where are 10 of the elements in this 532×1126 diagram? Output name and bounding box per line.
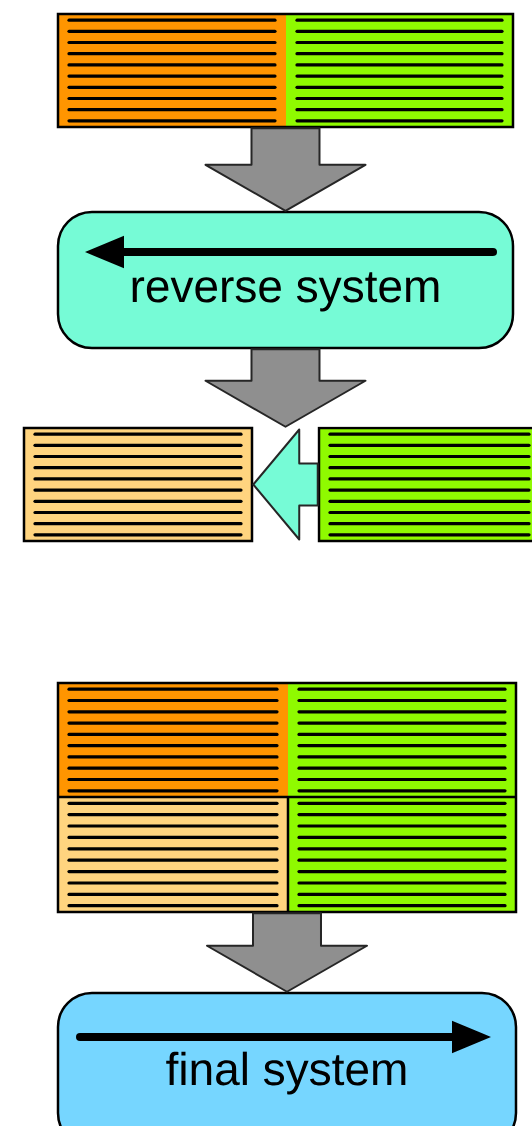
block-arrow [252,428,319,541]
striped-block [22,426,254,543]
block-arrow [204,127,367,212]
system-box: reverse system [56,210,515,350]
striped-block [56,12,515,129]
block-arrow [204,348,367,428]
striped-block [56,681,518,914]
block-arrow [206,912,368,993]
system-box: final system [56,991,518,1126]
striped-block [317,426,532,543]
